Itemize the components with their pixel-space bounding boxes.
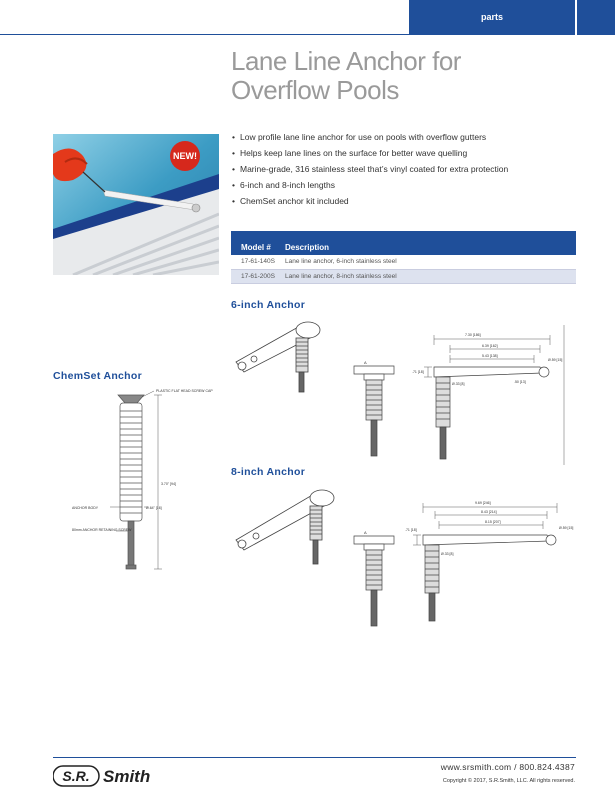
eight-inch-profile-drawing: 9.69 [246] 8.43 [214] 8.15 [207] .71 [18… — [405, 501, 573, 622]
footer-copyright: Copyright © 2017, S.R.Smith, LLC. All ri… — [442, 778, 575, 784]
chemset-body-label: ANCHOR BODY — [72, 506, 99, 510]
model-table: Model # Description 17-61-140S Lane line… — [231, 231, 576, 284]
eight-overall-dim: 9.69 [246] — [475, 501, 491, 505]
feature-item: Helps keep lane lines on the surface for… — [232, 145, 582, 161]
eight-inch-front-drawing: A — [353, 530, 395, 627]
chemset-length-label: 3.70" [94] — [161, 482, 176, 486]
chemset-cap-label: PLASTIC FLAT HEAD SCREW CAP — [156, 389, 213, 393]
six-height-dim: .71 [18] — [412, 370, 424, 374]
section-tab — [409, 0, 575, 35]
header-description: Description — [285, 231, 576, 255]
chemset-dia-label: Ø.64" [16] — [146, 506, 162, 510]
srsmith-logo: S.R. Smith — [53, 765, 150, 787]
feature-item: Marine-grade, 316 stainless steel that’s… — [232, 161, 582, 177]
header-rule — [0, 34, 409, 35]
feature-list: Low profile lane line anchor for use on … — [232, 129, 582, 209]
page-title: Lane Line Anchor for Overflow Pools — [231, 47, 571, 105]
six-inch-front-drawing: A — [353, 360, 395, 457]
product-photo: NEW! — [53, 134, 219, 275]
section-label: parts — [480, 12, 503, 22]
six-inner-dim: 5.43 [138] — [482, 354, 498, 358]
eight-hole-dim: Ø.33 [8] — [441, 552, 453, 556]
six-overall-dim: 7.30 [186] — [465, 333, 481, 337]
new-badge: NEW! — [173, 151, 197, 161]
pool-photo-illustration: NEW! — [53, 134, 219, 275]
header-model: Model # — [231, 231, 285, 255]
six-inch-heading: 6-inch Anchor — [231, 299, 306, 311]
eight-inch-heading: 8-inch Anchor — [231, 466, 306, 478]
chemset-anchor-drawing: PLASTIC FLAT HEAD SCREW CAP ANCHOR BODY … — [72, 389, 213, 570]
six-right-dim: Ø.59 [15] — [548, 358, 562, 362]
six-inch-iso-drawing — [235, 321, 321, 393]
eight-inch-a-label: A — [364, 530, 367, 535]
table-row: 17-61-140S Lane line anchor, 6-inch stai… — [231, 255, 576, 270]
eight-height-dim: .71 [18] — [405, 528, 417, 532]
model-number: 17-61-200S — [231, 269, 285, 284]
feature-item: ChemSet anchor kit included — [232, 193, 582, 209]
six-inch-profile-drawing: 7.30 [186] 6.39 [162] 5.43 [138] .71 [18… — [412, 325, 565, 465]
logo-smith: Smith — [103, 767, 150, 786]
six-span-dim: 6.39 [162] — [482, 344, 498, 348]
six-offset-dim: .50 [13] — [514, 380, 526, 384]
eight-inch-iso-drawing — [235, 489, 335, 565]
model-number: 17-61-140S — [231, 255, 285, 270]
chemset-screw-label: 80mm ANCHOR RETAINING SCREW — [72, 528, 132, 532]
model-description: Lane line anchor, 6-inch stainless steel — [285, 255, 576, 270]
table-header-row: Model # Description — [231, 231, 576, 255]
eight-span-dim: 8.43 [214] — [481, 510, 497, 514]
feature-item: Low profile lane line anchor for use on … — [232, 129, 582, 145]
title-line-1: Lane Line Anchor for — [231, 46, 461, 76]
footer-contact: www.srsmith.com / 800.824.4387 — [440, 762, 575, 772]
eight-right-dim: Ø.59 [15] — [559, 526, 573, 530]
eight-inner-dim: 8.15 [207] — [485, 520, 501, 524]
six-inch-a-label: A — [364, 360, 367, 365]
logo-sr: S.R. — [62, 768, 89, 784]
table-row: 17-61-200S Lane line anchor, 8-inch stai… — [231, 269, 576, 284]
chemset-heading: ChemSet Anchor — [53, 370, 142, 382]
title-line-2: Overflow Pools — [231, 75, 399, 105]
footer-rule — [53, 757, 576, 758]
model-description: Lane line anchor, 8-inch stainless steel — [285, 269, 576, 284]
section-tab-edge — [577, 0, 615, 35]
six-hole-dim: Ø.33 [8] — [452, 382, 464, 386]
feature-item: 6-inch and 8-inch lengths — [232, 177, 582, 193]
